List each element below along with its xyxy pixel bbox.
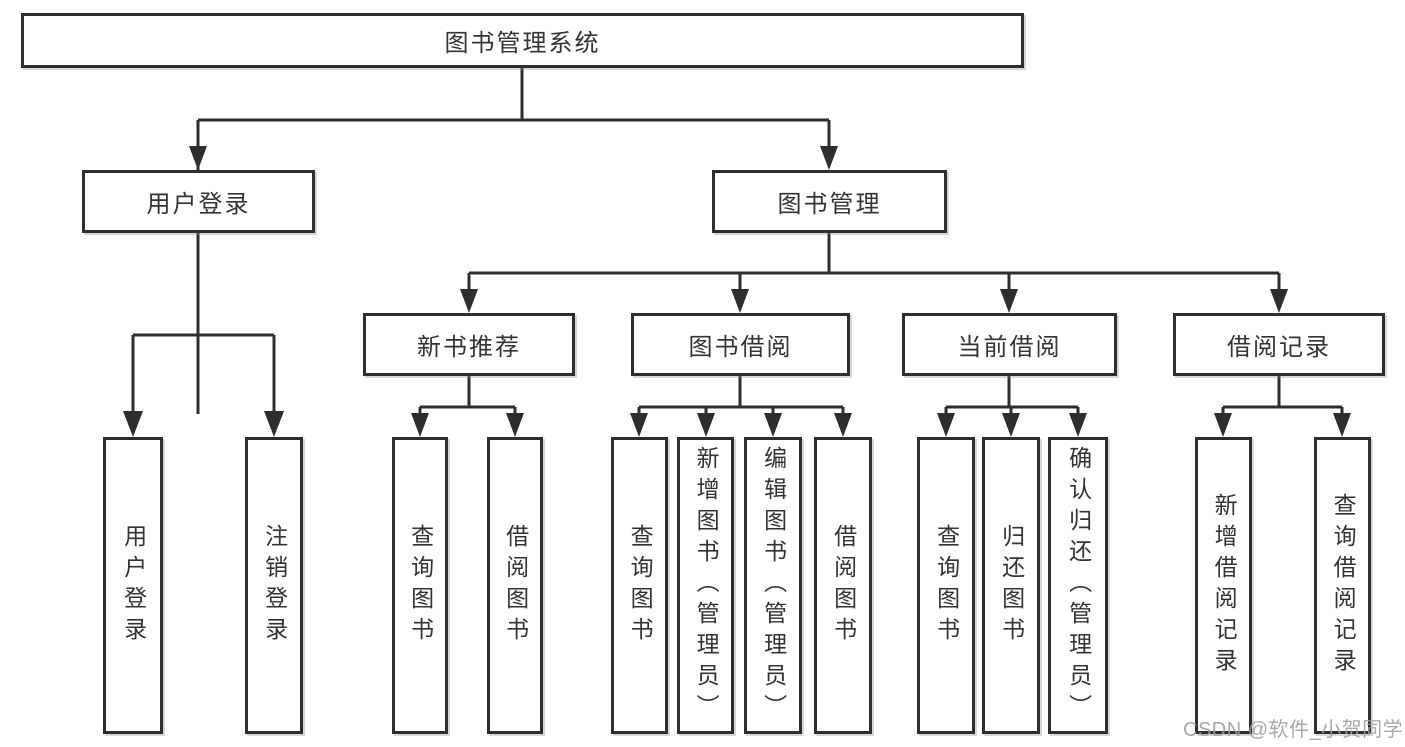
node-label: 当前借阅 [957,334,1062,361]
connector-new-book-recommend-to-leaves [411,376,524,437]
node-label: 新书推荐 [417,334,521,361]
node-book-management: 图书管理 [712,170,947,233]
node-label: 查询图书 [407,523,434,648]
node-label: 借阅记录 [1227,334,1331,361]
node-label: 图书管理系统 [444,30,601,57]
node-label: 归还图书 [998,523,1025,648]
leaf-records-query-record: 查询借阅记录 [1314,437,1371,734]
leaf-newbook-query-books: 查询图书 [392,437,448,734]
leaf-borrow-borrow-books: 借阅图书 [814,437,872,734]
node-label: 新增借阅记录 [1211,492,1238,679]
connector-borrow-records-to-leaves [1214,376,1351,437]
node-current-borrow: 当前借阅 [902,313,1117,376]
node-label: 用户登录 [146,191,251,218]
node-label: 图书借阅 [688,334,793,361]
node-label: 编辑图书（管理员） [760,446,787,725]
connector-book-management-to-level3 [460,233,1288,313]
connector-current-borrow-to-leaves [937,376,1087,437]
node-book-borrow: 图书借阅 [631,313,850,376]
node-label: 查询图书 [627,523,654,648]
node-label: 图书管理 [777,191,882,218]
leaf-user-login: 用户登录 [103,437,163,734]
node-label: 借阅图书 [830,523,857,648]
csdn-watermark: CSDN @软件_小贺同学 [1183,719,1404,741]
node-label: 用户登录 [120,523,147,648]
leaf-borrow-edit-books-admin: 编辑图书（管理员） [744,437,802,734]
leaf-current-query-books: 查询图书 [917,437,975,734]
leaf-logout: 注销登录 [245,437,303,734]
node-label: 注销登录 [261,523,288,648]
leaf-borrow-add-books-admin: 新增图书（管理员） [677,437,734,734]
connector-book-borrow-to-leaves [630,376,852,437]
node-label: 查询图书 [933,523,960,648]
node-label: 借阅图书 [502,523,529,648]
node-label: 查询借阅记录 [1330,492,1357,679]
leaf-records-add-record: 新增借阅记录 [1195,437,1252,734]
leaf-current-confirm-return-admin: 确认归还（管理员） [1048,437,1108,734]
node-label: 新增图书（管理员） [693,446,720,725]
connector-user-login-to-leaves [123,233,284,437]
node-borrow-records: 借阅记录 [1173,313,1385,376]
leaf-newbook-borrow-books: 借阅图书 [487,437,543,734]
leaf-current-return-books: 归还图书 [982,437,1040,734]
node-library-management-system: 图书管理系统 [21,13,1024,68]
node-user-login: 用户登录 [82,170,315,233]
node-label: 确认归还（管理员） [1065,446,1092,725]
leaf-borrow-query-books: 查询图书 [611,437,668,734]
node-new-book-recommend: 新书推荐 [363,313,575,376]
